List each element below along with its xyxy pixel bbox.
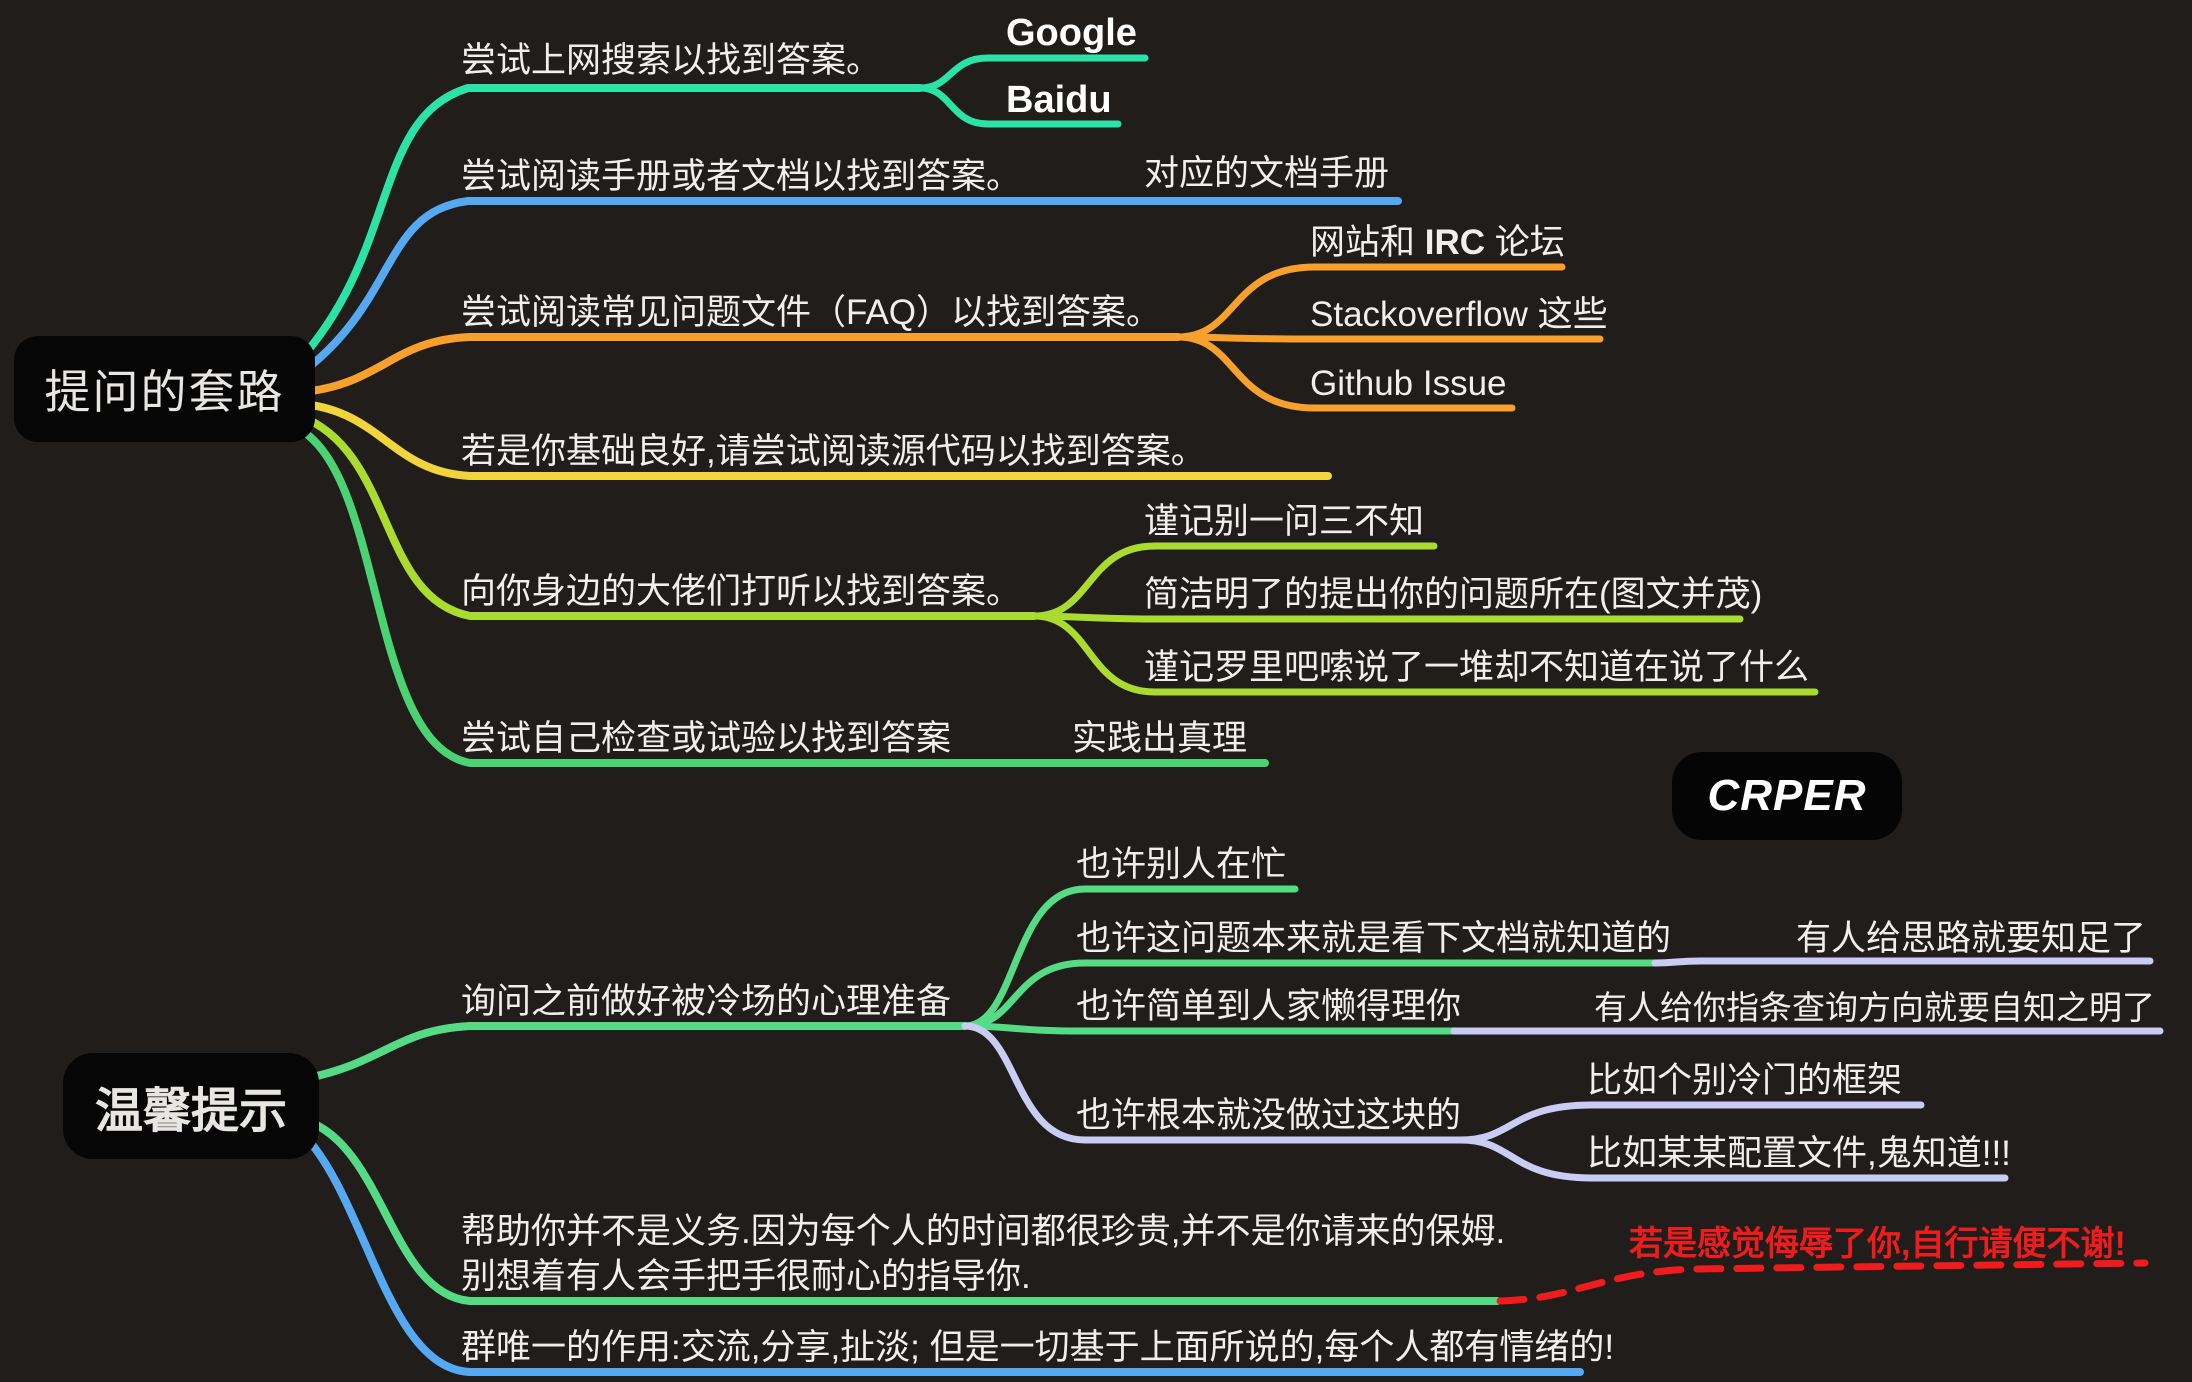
curve-faq-gh [1174, 333, 1516, 412]
node-obscure-config[interactable]: 比如某某配置文件,鬼知道!!! [1587, 1134, 2011, 1173]
node-baidu[interactable]: Baidu [1006, 79, 1112, 121]
faq-forum-post: 论坛 [1485, 223, 1565, 262]
node-faq-stackoverflow[interactable]: Stackoverflow 这些 [1310, 295, 1608, 334]
curve-faq-irc [1174, 263, 1566, 341]
node-maybe-in-docs[interactable]: 也许这问题本来就是看下文档就知道的 [1076, 919, 1672, 958]
node-read-faq[interactable]: 尝试阅读常见问题文件（FAQ）以找到答案。 [461, 293, 1162, 332]
curve-mentor [296, 412, 1038, 620]
curve-group [301, 1132, 1584, 1376]
node-mentor-rule-b[interactable]: 简洁明了的提出你的问题所在(图文并茂) [1144, 575, 1763, 614]
curve-cold [304, 1022, 969, 1082]
curve-mentor-c [1030, 612, 1819, 696]
curve-nodone-b [1457, 1136, 2009, 1182]
curve-manual [296, 197, 1402, 378]
node-know-your-place[interactable]: 有人给你指条查询方向就要自知之明了 [1594, 989, 2155, 1026]
node-maybe-too-simple[interactable]: 也许简单到人家懒得理你 [1076, 987, 1462, 1026]
curve-busy [961, 885, 1299, 1030]
curve-duty [306, 1118, 1501, 1305]
node-maybe-busy[interactable]: 也许别人在忙 [1076, 845, 1287, 884]
node-self-test[interactable]: 尝试自己检查或试验以找到答案 [461, 719, 952, 758]
node-faq-forum[interactable]: 网站和 IRC 论坛 [1310, 222, 1565, 264]
crper-watermark: CRPER [1672, 752, 1902, 840]
node-faq-github-issue[interactable]: Github Issue [1310, 364, 1507, 403]
root-ask-topic[interactable]: 提问的套路 [14, 336, 315, 442]
help-not-duty-line1: 帮助你并不是义务.因为每个人的时间都很珍贵,并不是你请来的保姆. [461, 1212, 1506, 1251]
curve-mentor-a [1030, 542, 1438, 620]
curve-docs-more [1651, 957, 2154, 967]
node-group-purpose[interactable]: 群唯一的作用:交流,分享,扯淡; 但是一切基于上面所说的,每个人都有情绪的! [461, 1328, 1615, 1367]
node-mentor-rule-a[interactable]: 谨记别一问三不知 [1144, 502, 1425, 541]
node-insult-warning[interactable]: 若是感觉侮辱了你,自行请便不谢! [1629, 1225, 2126, 1263]
curve-insult-dashed [1496, 1259, 2149, 1305]
node-expect-cold[interactable]: 询问之前做好被冷场的心理准备 [461, 982, 952, 1021]
curve-selftest [293, 424, 1269, 767]
curve-baidu [916, 84, 1122, 128]
node-search-web[interactable]: 尝试上网搜索以找到答案。 [461, 41, 882, 80]
node-google[interactable]: Google [1006, 12, 1137, 54]
node-mentor-rule-c[interactable]: 谨记罗里吧嗦说了一堆却不知道在说了什么 [1144, 648, 1810, 687]
node-manual-docs[interactable]: 对应的文档手册 [1144, 154, 1390, 193]
node-maybe-never-done[interactable]: 也许根本就没做过这块的 [1076, 1096, 1462, 1135]
help-not-duty-line2: 别想着有人会手把手很耐心的指导你. [461, 1257, 1031, 1296]
root-tips-topic[interactable]: 温馨提示 [63, 1053, 319, 1159]
node-be-content[interactable]: 有人给思路就要知足了 [1796, 919, 2147, 958]
node-practice-truth[interactable]: 实践出真理 [1072, 719, 1248, 758]
node-read-source[interactable]: 若是你基础良好,请尝试阅读源代码以找到答案。 [461, 432, 1206, 471]
curve-search [294, 84, 924, 366]
curve-nodone [961, 1022, 1465, 1144]
curve-faq [299, 333, 1182, 396]
faq-forum-pre: 网站和 [1310, 223, 1425, 262]
curve-mentor-b [1030, 612, 1744, 623]
node-niche-framework[interactable]: 比如个别冷门的框架 [1587, 1061, 1903, 1100]
curve-faq-so [1174, 333, 1604, 343]
faq-forum-irc: IRC [1424, 223, 1486, 262]
curve-source [299, 400, 1332, 480]
node-ask-mentor[interactable]: 向你身边的大佬们打听以找到答案。 [461, 572, 1022, 611]
node-read-manual[interactable]: 尝试阅读手册或者文档以找到答案。 [461, 157, 1022, 196]
node-help-not-duty[interactable]: 帮助你并不是义务.因为每个人的时间都很珍贵,并不是你请来的保姆. 别想着有人会手把… [461, 1209, 1505, 1299]
